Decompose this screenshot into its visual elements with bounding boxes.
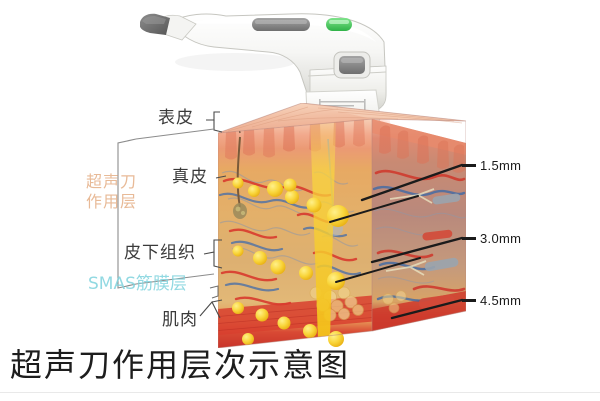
device-shadow — [175, 53, 295, 71]
depth-label-3-0mm: 3.0mm — [462, 230, 521, 246]
depth-dash-icon — [462, 298, 476, 302]
layer-label-epidermis: 表皮 — [158, 108, 194, 128]
depth-leader-1-5mm — [360, 163, 464, 202]
depth-dash-icon — [462, 163, 476, 167]
muscle-band — [218, 294, 372, 336]
ultrasound-handpiece — [140, 0, 390, 125]
hair-follicle-cluster — [233, 136, 247, 219]
leader-muscle — [199, 299, 223, 319]
depth-leader-aux-1 — [329, 195, 419, 223]
side-papillae — [379, 125, 465, 173]
depth-label-4-5mm: 4.5mm — [462, 292, 521, 308]
depth-leader-aux-2 — [335, 257, 421, 283]
page-title: 超声刀作用层次示意图 — [10, 346, 351, 384]
depth-value: 1.5mm — [480, 157, 522, 173]
layer-label-dermis: 真皮 — [172, 167, 208, 187]
side-nerves — [385, 188, 435, 276]
block-edges — [218, 103, 466, 348]
depth-label-1-5mm: 1.5mm — [462, 157, 521, 173]
depth-value: 3.0mm — [480, 230, 522, 246]
tip-highlight — [142, 16, 166, 24]
footer-divider — [0, 392, 600, 393]
depth-leader-3-0mm — [370, 236, 464, 264]
side-button-gloss — [341, 58, 363, 63]
skin-block-illustration — [218, 103, 466, 348]
layer-label-subcutis: 皮下组织 — [124, 243, 196, 263]
treatment-zone-line-2: 作用层 — [86, 192, 138, 211]
bracket-treatment-zone — [117, 128, 215, 289]
indicator-gloss — [329, 20, 349, 24]
power-button-gloss — [255, 20, 307, 24]
leader-dermis — [215, 175, 227, 179]
bracket-smas — [209, 285, 219, 299]
skin-cross-section-block — [218, 103, 466, 348]
annotation-smas-layer: SMAS筋膜层 — [88, 274, 187, 294]
layer-label-muscle: 肌肉 — [162, 310, 198, 330]
side-fat-lobules — [382, 290, 407, 314]
treatment-zone-line-1: 超声刀 — [86, 172, 138, 191]
annotation-treatment-zone: 超声刀 作用层 — [86, 172, 137, 212]
bracket-epidermis — [206, 111, 223, 133]
bracket-subcutis — [203, 239, 223, 269]
handpiece-illustration — [140, 13, 390, 125]
skin-surface-furrows — [227, 106, 463, 132]
depth-value: 4.5mm — [480, 292, 522, 308]
depth-leaders — [329, 163, 464, 320]
block-top-face — [218, 103, 466, 133]
depth-leader-4-5mm — [390, 298, 464, 320]
depth-dash-icon — [462, 236, 476, 240]
